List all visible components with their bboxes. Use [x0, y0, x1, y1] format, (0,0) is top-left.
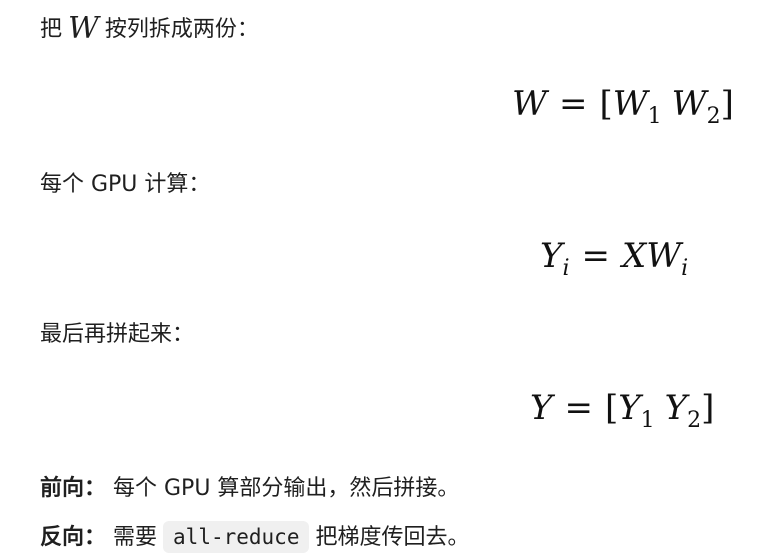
- eq2-w-sub: i: [681, 256, 689, 281]
- eq2-lhs-sub: i: [562, 256, 570, 281]
- all-reduce-code: all-reduce: [163, 521, 310, 553]
- eq3-term1-sub: 1: [640, 408, 655, 433]
- backward-label: 反向：: [40, 525, 107, 550]
- eq2-x: X: [622, 236, 647, 276]
- math-var-w: W: [68, 11, 99, 46]
- split-intro-post: 按列拆成两份：: [104, 17, 259, 42]
- eq1-term2-sub: 2: [706, 104, 721, 129]
- concat-line: 最后再拼起来：: [40, 320, 194, 350]
- split-intro-pre: 把: [40, 17, 63, 42]
- eq3-equals: =: [564, 388, 593, 428]
- concat-line-text: 最后再拼起来：: [40, 322, 195, 347]
- eq3-term2: Y: [664, 388, 688, 428]
- eq1-term2: W: [671, 84, 707, 124]
- eq3-term1: Y: [618, 388, 641, 428]
- eq3-right-bracket: ]: [701, 388, 715, 428]
- eq3-lhs: Y: [530, 388, 553, 428]
- compute-line: 每个 GPU 计算：: [40, 170, 210, 200]
- eq3-left-bracket: [: [604, 388, 619, 428]
- eq1-left-bracket: [: [599, 84, 613, 124]
- eq2-equals: =: [581, 236, 611, 276]
- eq3-term2-sub: 2: [687, 408, 702, 433]
- backward-pre: 需要: [113, 525, 158, 550]
- eq1-term1: W: [612, 84, 648, 124]
- forward-line: 前向： 每个 GPU 算部分输出，然后拼接。: [40, 474, 459, 504]
- eq1-right-bracket: ]: [720, 84, 734, 124]
- backward-post: 把梯度传回去。: [315, 525, 470, 550]
- eq2-w: W: [646, 236, 682, 276]
- eq1-lhs: W: [512, 84, 547, 124]
- eq2-lhs: Y: [540, 236, 563, 276]
- forward-text: 每个 GPU 算部分输出，然后拼接。: [113, 476, 460, 501]
- eq1-term1-sub: 1: [647, 104, 662, 129]
- forward-label: 前向：: [40, 476, 107, 501]
- equation-compute: Yi = XWi: [540, 236, 688, 280]
- eq1-equals: =: [558, 84, 588, 124]
- compute-line-text: 每个 GPU 计算：: [40, 172, 211, 197]
